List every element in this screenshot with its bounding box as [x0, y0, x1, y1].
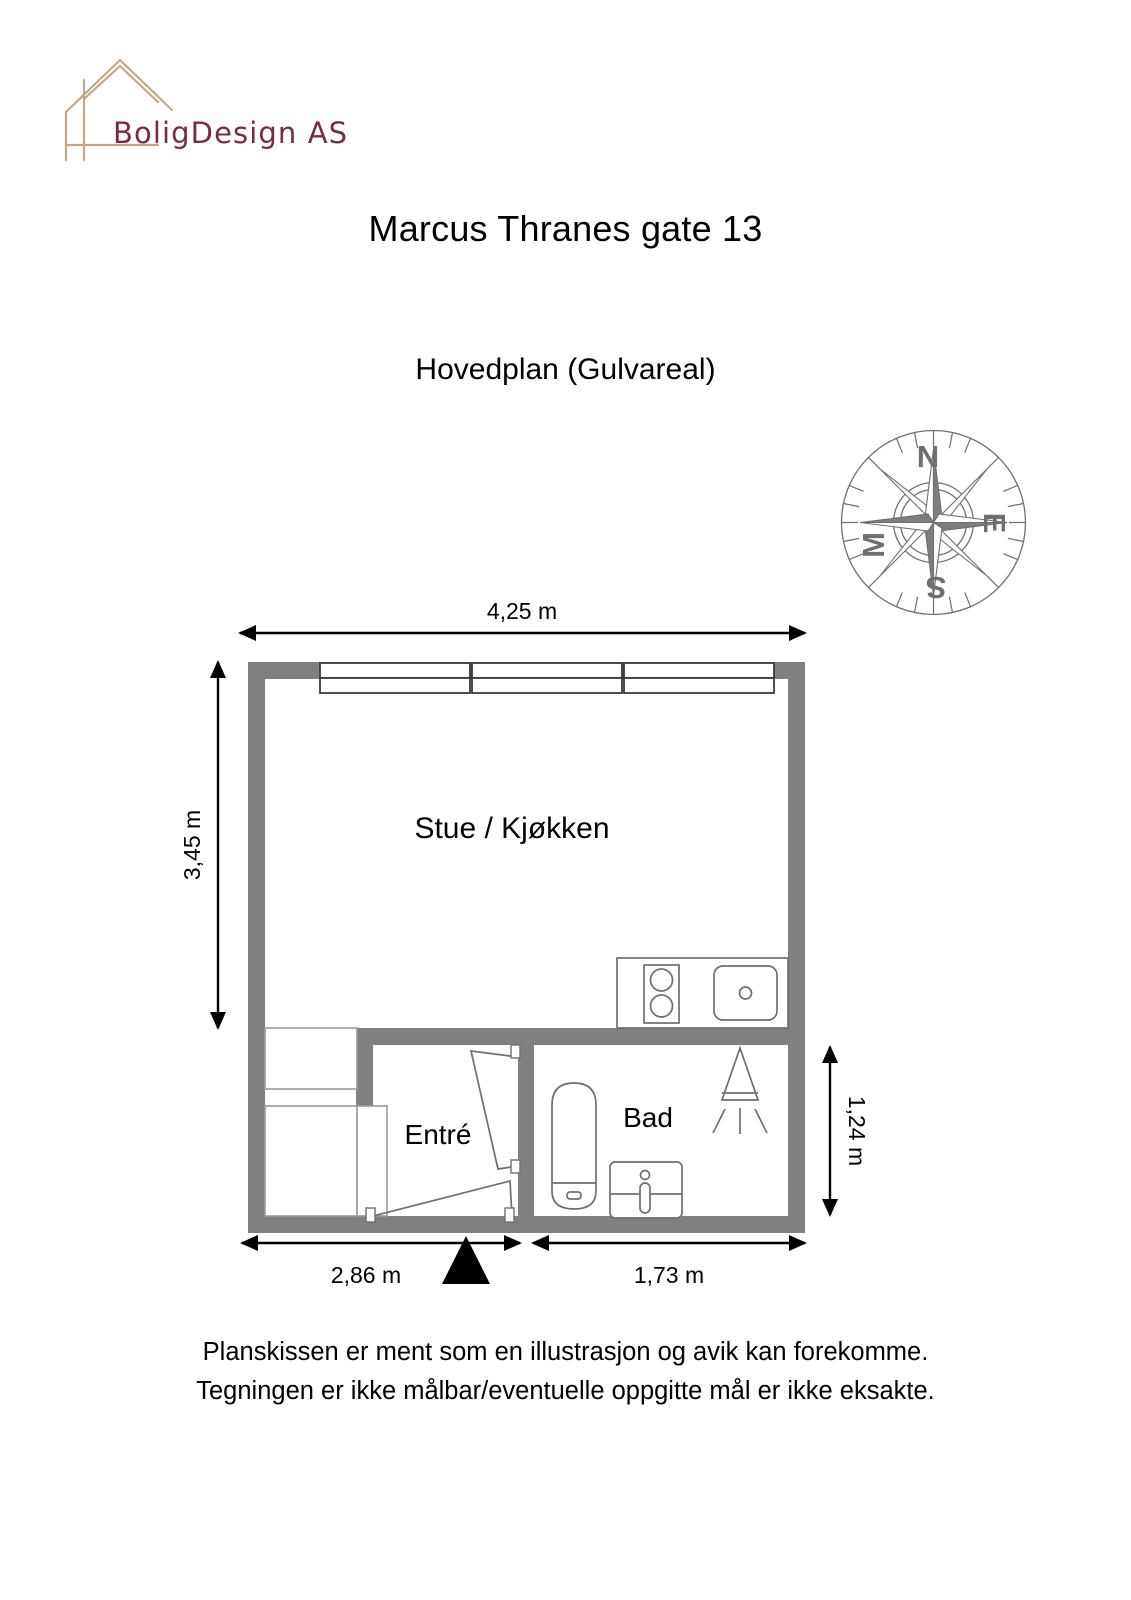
room-label-stue-kjokken: Stue / Kjøkken — [414, 812, 609, 845]
bathroom-door-icon — [469, 1044, 521, 1174]
dimension-arrow-bl-left — [240, 1235, 258, 1251]
disclaimer-text: Planskissen er ment som en illustrasjon … — [0, 1333, 1131, 1411]
disclaimer-line-2: Tegningen er ikke målbar/eventuelle oppg… — [196, 1377, 935, 1405]
dimension-arrow-down-right — [822, 1199, 838, 1217]
dimension-arrow-up-right — [822, 1045, 838, 1063]
page-subtitle: Hovedplan (Gulvareal) — [415, 353, 716, 386]
sink-icon — [713, 965, 778, 1021]
toilet-icon — [551, 1082, 597, 1210]
dimension-arrow-right — [789, 625, 807, 641]
window-icon — [319, 662, 775, 694]
page-title: Marcus Thranes gate 13 — [368, 208, 763, 249]
dimension-label-top: 4,25 m — [487, 600, 557, 624]
shower-icon — [712, 1045, 768, 1134]
kitchen-counter — [616, 957, 789, 1029]
floorplan-drawing: 4,25 m 3,45 m 1,24 m 2,86 m 1,73 m — [180, 600, 870, 1288]
compass-label-north: N — [917, 439, 939, 474]
walls — [248, 662, 805, 1233]
compass-rose-icon: N E S M — [840, 429, 1027, 616]
interior-wall-vertical — [518, 1028, 534, 1233]
dimension-label-bottom-right: 1,73 m — [634, 1262, 704, 1288]
dimension-label-right: 1,24 m — [844, 1096, 870, 1166]
room-label-entre: Entré — [405, 1119, 472, 1150]
company-name: BoligDesign AS — [113, 116, 349, 150]
disclaimer-line-1: Planskissen er ment som en illustrasjon … — [202, 1338, 929, 1366]
dimension-label-left: 3,45 m — [180, 810, 205, 880]
closet-upper-icon — [264, 1027, 358, 1090]
dimension-arrow-br-left — [531, 1235, 549, 1251]
closet-lower-icon — [264, 1105, 388, 1217]
house-outline-icon — [64, 58, 174, 162]
compass-label-south: S — [926, 570, 947, 605]
compass-label-east: E — [977, 513, 1012, 534]
company-logo: BoligDesign AS — [58, 42, 358, 187]
compass-label-west: M — [856, 532, 891, 558]
closet-divider-wall — [356, 1028, 373, 1120]
dimension-arrow-bl-right — [504, 1235, 522, 1251]
room-label-bad: Bad — [623, 1102, 673, 1133]
dimension-arrow-left — [238, 625, 256, 641]
dimension-arrow-up — [210, 660, 226, 678]
dimension-arrow-br-right — [789, 1235, 807, 1251]
entrance-arrow-icon — [442, 1236, 490, 1284]
dimension-label-bottom-left: 2,86 m — [331, 1262, 401, 1288]
stove-icon — [643, 964, 680, 1024]
dimension-arrow-down — [210, 1012, 226, 1030]
entrance-door-icon — [365, 1179, 515, 1223]
bathroom-sink-icon — [609, 1161, 683, 1219]
